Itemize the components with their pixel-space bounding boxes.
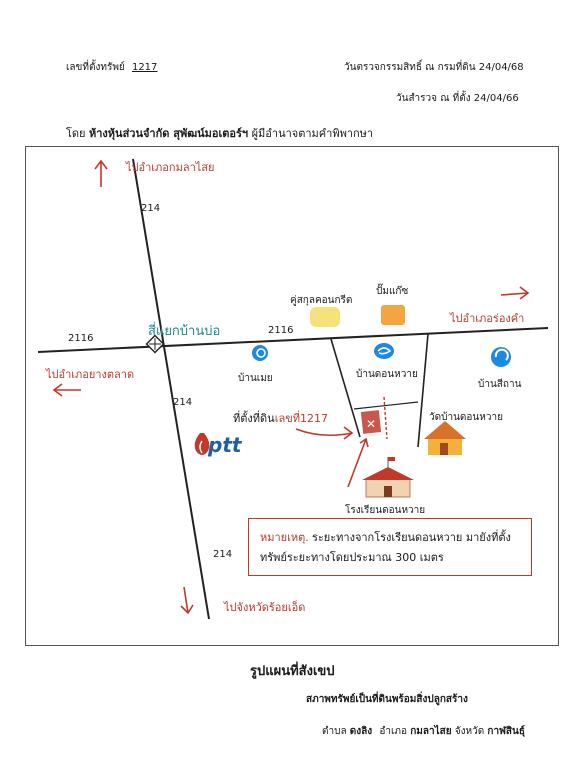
map-canvas: ✕ <box>37 158 549 620</box>
side-road-right <box>417 333 429 448</box>
note-line-1: หมายเหตุ. ระยะทางจากโรงเรียนดอนหวาย มายั… <box>260 528 511 546</box>
village-ban-moei-icon <box>252 345 268 361</box>
land-boundary-top <box>353 401 419 410</box>
note-box: หมายเหตุ. ระยะทางจากโรงเรียนดอนหวาย มายั… <box>248 518 532 576</box>
label-road-214-c: 214 <box>213 549 233 560</box>
label-temple: วัดบ้านดอนหวาย <box>429 412 503 423</box>
owner-line: โดย ห้างหุ้นส่วนจำกัด สุพัฒน์มอเตอร์ฯ ผู… <box>66 124 373 142</box>
label-to-rongkham: ไปอำเภอร่องคำ <box>450 312 525 325</box>
deed-label-text: เลขที่ตั้งทรัพย์ <box>66 62 125 73</box>
gas-pump-icon <box>381 305 405 325</box>
road-214 <box>132 158 210 620</box>
arrow-up-icon <box>94 159 108 187</box>
deed-number: 1217 <box>131 62 158 73</box>
label-to-roiet: ไปจังหวัดร้อยเอ็ด <box>224 601 306 614</box>
svg-text:✕: ✕ <box>366 417 376 431</box>
label-to-kamalasai: ไปอำเภอกมลาไสย <box>126 161 215 174</box>
arrow-left-icon <box>52 383 81 397</box>
label-ban-moei: บ้านเมย <box>238 373 273 384</box>
owner-prefix: โดย <box>66 127 86 140</box>
road-2116 <box>37 327 549 353</box>
arrow-down-icon <box>180 586 194 615</box>
label-school: โรงเรียนดอนหวาย <box>345 505 426 516</box>
arrow-to-site-icon <box>295 426 354 440</box>
junction-marker <box>145 334 165 354</box>
survey-dept-date: วันตรวจกรรมสิทธิ์ ณ กรมที่ดิน 24/04/68 <box>344 62 524 73</box>
school-icon <box>362 457 414 498</box>
label-gas-pump: ปั๊มแก๊ซ <box>376 286 409 297</box>
property-condition: สภาพทรัพย์เป็นที่ดินพร้อมสิ่งปลูกสร้าง <box>306 694 468 705</box>
province-value: กาฬสินธุ์ <box>487 726 525 737</box>
map-title: รูปแผนที่สังเขป <box>250 664 335 679</box>
label-site-prefix: ที่ตั้งที่ดิน <box>233 412 275 425</box>
village-ban-si-than-icon <box>491 347 511 367</box>
label-road-2116-b: 2116 <box>268 325 294 336</box>
sketch-map: ✕ <box>25 146 559 646</box>
note-text-1: ระยะทางจากโรงเรียนดอนหวาย มายังที่ตั้ง <box>311 531 511 544</box>
label-road-214-b: 214 <box>173 397 193 408</box>
label-ban-don-wai: บ้านดอนหวาย <box>356 369 418 380</box>
label-site: ที่ตั้งที่ดินเลขที่1217 <box>233 409 328 427</box>
land-plot-icon: ✕ <box>360 410 382 434</box>
owner-company: ห้างหุ้นส่วนจำกัด สุพัฒน์มอเตอร์ฯ <box>89 127 249 140</box>
label-site-number: เลขที่1217 <box>274 412 328 425</box>
label-ptt: ptt <box>208 433 242 457</box>
arrow-right-icon <box>500 286 530 300</box>
label-ban-si-than: บ้านสีถาน <box>478 379 522 390</box>
note-text-2: ทรัพย์ระยะทางโดยประมาณ 300 เมตร <box>260 551 444 564</box>
label-road-2116-a: 2116 <box>68 333 94 344</box>
village-ban-don-wai-icon <box>374 343 394 359</box>
concrete-icon <box>310 307 340 327</box>
side-road-left <box>330 338 361 438</box>
temple-icon <box>424 421 466 455</box>
deed-label: เลขที่ตั้งทรัพย์ 1217 <box>66 60 157 75</box>
tambon-label: ตำบล <box>322 726 347 737</box>
province-label: จังหวัด <box>454 726 485 737</box>
tambon-value: ดงลิง <box>349 726 373 737</box>
land-boundary-red <box>383 396 388 440</box>
arrows <box>52 159 530 615</box>
amphoe-label: อำเภอ <box>379 726 407 737</box>
survey-site-date: วันสำรวจ ณ ที่ตั้ง 24/04/66 <box>396 93 519 104</box>
note-line-2: ทรัพย์ระยะทางโดยประมาณ 300 เมตร <box>260 548 444 566</box>
label-road-214-a: 214 <box>141 203 161 214</box>
owner-suffix: ผู้มีอำนาจตามคำพิพากษา <box>251 127 374 140</box>
note-label: หมายเหตุ. <box>260 531 309 544</box>
label-junction: สี่แยกบ้านบ่อ <box>148 324 221 339</box>
label-to-yangtalat: ไปอำเภอยางตลาด <box>46 368 135 381</box>
arrow-from-school-icon <box>347 437 369 488</box>
location-line: ตำบล ดงลิง อำเภอ กมลาไสย จังหวัด กาฬสินธ… <box>322 724 525 739</box>
label-concrete: คู่สกุลคอนกรีต <box>290 295 353 306</box>
ptt-logo <box>194 433 210 455</box>
amphoe-value: กมลาไสย <box>410 726 452 737</box>
